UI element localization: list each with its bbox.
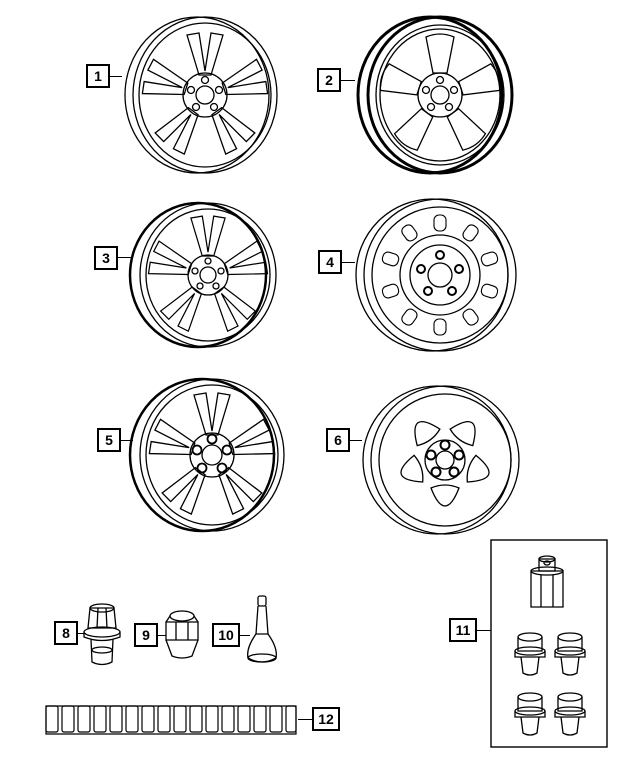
leader-line-12 <box>298 719 312 720</box>
lock-kit-key <box>530 555 564 608</box>
wheel-5 <box>128 377 285 533</box>
lug-nut-9 <box>165 610 199 659</box>
lock-kit-nuts <box>514 632 586 736</box>
leader-line-1 <box>108 76 122 77</box>
leader-line-6 <box>348 440 362 441</box>
callout-9: 9 <box>134 623 158 647</box>
leader-line-4 <box>341 262 355 263</box>
leader-line-8 <box>76 633 86 634</box>
wheel-4 <box>355 198 517 352</box>
wheel-1 <box>124 16 278 174</box>
lock-kit-frame <box>490 539 608 748</box>
leader-line-2 <box>341 80 355 81</box>
wheel-6 <box>362 385 520 535</box>
lug-nut-8 <box>83 603 121 666</box>
callout-12: 12 <box>312 707 340 731</box>
callout-2: 2 <box>317 68 341 92</box>
callout-11: 11 <box>449 618 477 642</box>
callout-10: 10 <box>212 623 240 647</box>
leader-line-5 <box>119 440 133 441</box>
callout-3: 3 <box>94 246 118 270</box>
leader-line-11 <box>477 630 491 631</box>
wheel-2 <box>356 15 514 175</box>
leader-line-10 <box>240 635 250 636</box>
leader-line-3 <box>117 257 131 258</box>
balance-weights-12 <box>45 705 297 735</box>
callout-4: 4 <box>318 250 342 274</box>
callout-1: 1 <box>86 64 110 88</box>
wheel-3 <box>128 201 277 349</box>
callout-5: 5 <box>97 428 121 452</box>
callout-8: 8 <box>54 621 78 645</box>
callout-6: 6 <box>326 428 350 452</box>
leader-line-9 <box>156 635 166 636</box>
valve-stem-10 <box>247 595 277 663</box>
